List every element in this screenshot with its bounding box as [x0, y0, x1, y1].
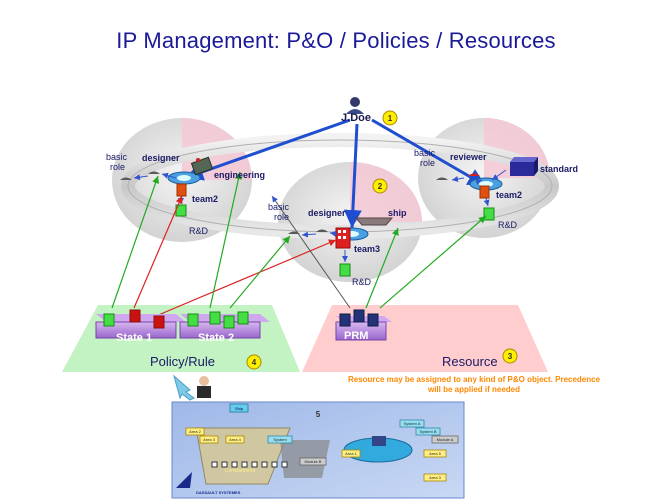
right-rd-label: R&D	[498, 220, 518, 230]
page-title: IP Management: P&O / Policies / Resource…	[116, 28, 556, 53]
state1-box	[95, 309, 186, 339]
badge-5-number: 5	[316, 410, 321, 419]
shot-area5: Area 5	[429, 451, 442, 456]
engineering-machine-icon	[190, 156, 214, 176]
center-team-label: team3	[354, 244, 380, 254]
link-state2-engineering	[209, 171, 242, 309]
user-name: J.Doe	[341, 112, 371, 124]
shot-zone: Compartment	[225, 468, 256, 474]
ship-icon	[354, 217, 394, 226]
left-basic-label: basic	[106, 152, 128, 162]
link-state1-team3	[155, 239, 337, 317]
shot-area2: Area 2	[189, 429, 202, 434]
prm-box	[335, 309, 392, 341]
badge-4	[246, 354, 262, 370]
badge-3	[502, 348, 518, 364]
state2-label: State 2	[198, 332, 234, 344]
right-basic-label: basic	[414, 148, 436, 158]
shot-system3: System B	[419, 429, 436, 434]
link-state1-team2	[133, 195, 183, 309]
pointer-arrow-icon	[173, 374, 195, 401]
center-role-label: role	[274, 212, 289, 222]
left-rd-label: R&D	[189, 226, 209, 236]
badge-3-number: 3	[508, 352, 513, 361]
link-state2-center-basic	[229, 235, 291, 309]
badge-1	[382, 110, 398, 126]
shot-module-a: Module A	[437, 437, 454, 442]
standard-box-icon	[510, 157, 538, 176]
shot-area1: Area 1	[345, 451, 358, 456]
policy-rule-label: Policy/Rule	[150, 354, 215, 369]
left-designer-label: designer	[142, 153, 180, 163]
right-role-label: role	[420, 158, 435, 168]
shot-system1: System	[273, 437, 287, 442]
state1-label: State 1	[116, 332, 152, 344]
link-state1-left-basic	[111, 175, 160, 309]
center-rd-label: R&D	[352, 277, 372, 287]
ship-label: ship	[388, 208, 407, 218]
shot-module-b: Module B	[305, 459, 322, 464]
designer-person-icon	[197, 376, 211, 398]
center-designer-label: designer	[308, 208, 346, 218]
embedded-screenshot	[171, 401, 465, 499]
engineering-label: engineering	[214, 170, 265, 180]
user-person-icon	[346, 97, 364, 114]
state2-box	[179, 311, 270, 339]
left-group	[120, 156, 214, 217]
shot-system2: System A	[404, 421, 421, 426]
reviewer-label: reviewer	[450, 152, 487, 162]
badge-2	[372, 178, 388, 194]
standard-label: standard	[540, 164, 578, 174]
resource-note-line2: will be applied if needed	[427, 385, 520, 394]
shot-ship: Ship	[235, 406, 244, 411]
shot-area4: Area 4	[229, 437, 242, 442]
shot-area3b: Area 3	[429, 475, 442, 480]
resource-label: Resource	[442, 354, 498, 369]
link-jdoe-center	[343, 123, 362, 229]
badge-1-number: 1	[388, 114, 393, 123]
badge-2-number: 2	[378, 182, 383, 191]
resource-note-line1: Resource may be assigned to any kind of …	[348, 375, 601, 384]
shot-logo: DASSAULT SYSTEMES	[196, 490, 241, 495]
link-jdoe-right	[371, 118, 487, 188]
right-group	[436, 157, 538, 221]
link-prm-center	[271, 195, 351, 309]
left-team-label: team2	[192, 194, 218, 204]
link-prm-right-rd	[379, 215, 487, 309]
badge-4-number: 4	[252, 358, 257, 367]
shot-area3: Area 3	[203, 437, 216, 442]
link-prm-ship	[365, 227, 399, 309]
prm-label: PRM	[344, 330, 368, 342]
right-team-label: team2	[496, 190, 522, 200]
center-basic-label: basic	[268, 202, 290, 212]
left-role-label: role	[110, 162, 125, 172]
